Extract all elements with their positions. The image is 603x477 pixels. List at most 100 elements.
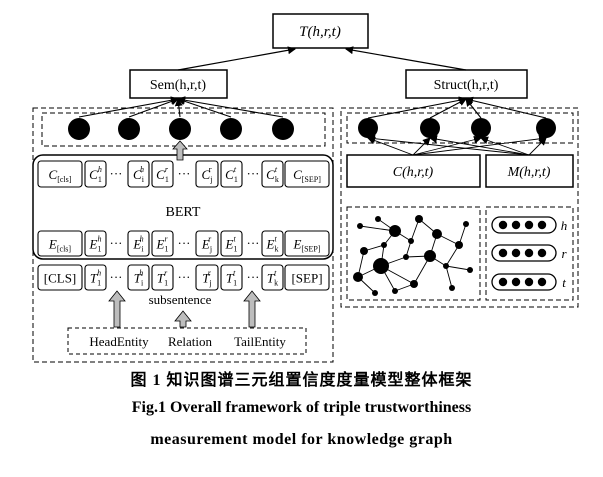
- t-token-label: T1t: [226, 269, 237, 288]
- embedding-unit: [524, 220, 534, 230]
- e-token-box: [261, 230, 284, 257]
- kg-node: [408, 238, 414, 244]
- t-token-label: Tih: [134, 269, 144, 288]
- e-token-label: E[SEP]: [292, 237, 320, 254]
- embedding-unit: [511, 220, 521, 230]
- t-token-box: [195, 264, 219, 291]
- e-token-box: [127, 230, 150, 257]
- c-token-label: Cih: [133, 165, 145, 184]
- c-function-label: C(h,r,t): [393, 165, 434, 180]
- arrow-struct-to-trust: [345, 46, 467, 71]
- e-token-label: Ejr: [201, 235, 212, 254]
- arrow-sem-node-1: [78, 96, 179, 118]
- arrow-func2-to-node-4: [528, 137, 547, 156]
- e-token-box: [151, 230, 174, 257]
- trust-node-label: T(h,r,t): [299, 24, 341, 40]
- kg-edge: [445, 265, 471, 271]
- arrow-struct-node-4: [465, 96, 547, 119]
- c-token-label: Cjr: [202, 165, 213, 184]
- t-token-box: [127, 264, 150, 291]
- e-ellipsis: ···: [110, 236, 123, 251]
- e-token-label: Eih: [132, 235, 144, 254]
- c-token-label: C[SEP]: [293, 167, 321, 184]
- t-token-label: T1h: [90, 269, 101, 288]
- embedding-label-t: t: [562, 275, 566, 290]
- kg-node: [360, 247, 368, 255]
- e-token-box: [37, 230, 83, 257]
- bert-label: BERT: [166, 205, 201, 220]
- e-token-label: E1h: [89, 235, 102, 254]
- c-token-box: [37, 160, 83, 188]
- embedding-vector-t: [491, 273, 557, 291]
- m-function-label: M(h,r,t): [507, 165, 551, 180]
- kg-edge: [445, 244, 460, 267]
- sem-output-node-3: [169, 118, 191, 140]
- e-token-label: E1r: [156, 235, 169, 254]
- t-token-box: [220, 264, 243, 291]
- arrow-sem-node-5: [177, 96, 284, 118]
- kg-node: [357, 223, 363, 229]
- kg-node: [353, 272, 363, 282]
- caption-english-line2: measurement model for knowledge graph: [150, 431, 453, 448]
- sem-node-label: Sem(h,r,t): [150, 78, 207, 93]
- arrow-func2-to-node-1: [367, 134, 530, 156]
- e-token-box: [195, 230, 219, 257]
- kg-node: [373, 258, 389, 274]
- input-head-entity: HeadEntity: [89, 334, 149, 349]
- input-tail-entity: TailEntity: [234, 334, 286, 349]
- embedding-unit: [511, 277, 521, 287]
- embedding-unit: [537, 220, 547, 230]
- c-token-box: [151, 160, 174, 188]
- sem-output-node-5: [272, 118, 294, 140]
- c-token-box: [284, 160, 330, 188]
- embedding-unit: [537, 277, 547, 287]
- kg-node: [424, 250, 436, 262]
- t-token-box: [37, 264, 83, 291]
- c-token-label: C1t: [225, 165, 238, 184]
- kg-node: [463, 221, 469, 227]
- t-token-label: Tjr: [202, 269, 211, 288]
- gray-arrow-relation: [174, 310, 192, 328]
- kg-node: [375, 216, 381, 222]
- embedding-unit: [498, 248, 508, 258]
- struct-output-node-4: [536, 118, 556, 138]
- c-token-label: C1h: [89, 165, 102, 184]
- kg-node: [455, 241, 463, 249]
- embedding-unit: [524, 277, 534, 287]
- t-token-label: [SEP]: [291, 271, 322, 286]
- t-token-box: [261, 264, 284, 291]
- input-entities-frame: [67, 327, 307, 355]
- arrow-func2-to-node-2: [429, 135, 530, 156]
- structural-module-frame: [340, 107, 579, 308]
- c-token-label: C[cls]: [49, 167, 72, 184]
- kg-node: [392, 288, 398, 294]
- kg-node: [443, 263, 449, 269]
- struct-output-node-3: [471, 118, 491, 138]
- t-token-label: Tkt: [267, 269, 278, 288]
- caption-chinese: 图 1 知识图谱三元组置信度度量模型整体框架: [130, 372, 473, 389]
- kg-node: [432, 229, 442, 239]
- subsentence-label: subsentence: [149, 292, 212, 307]
- kg-edge: [445, 265, 453, 289]
- e-token-label: Ekt: [266, 235, 279, 254]
- sem-output-node-1: [68, 118, 90, 140]
- c-token-box: [195, 160, 219, 188]
- kg-node: [449, 285, 455, 291]
- input-relation: Relation: [168, 334, 213, 349]
- kg-node: [415, 215, 423, 223]
- t-ellipsis: ···: [178, 270, 191, 285]
- arrow-sem-node-2: [128, 97, 179, 118]
- arrow-func1-to-node-2: [412, 137, 431, 156]
- struct-node-label: Struct(h,r,t): [434, 78, 499, 93]
- embedding-label-r: r: [561, 246, 567, 261]
- t-ellipsis: ···: [247, 270, 260, 285]
- kg-node: [389, 225, 401, 237]
- e-token-label: E1t: [225, 235, 238, 254]
- arrow-struct-node-2: [429, 98, 467, 119]
- c-ellipsis: ···: [178, 166, 191, 181]
- c-ellipsis: ···: [247, 166, 260, 181]
- e-token-box: [220, 230, 243, 257]
- gray-arrow-bert-output: [172, 140, 188, 161]
- t-token-box: [284, 264, 330, 291]
- e-token-box: [284, 230, 330, 257]
